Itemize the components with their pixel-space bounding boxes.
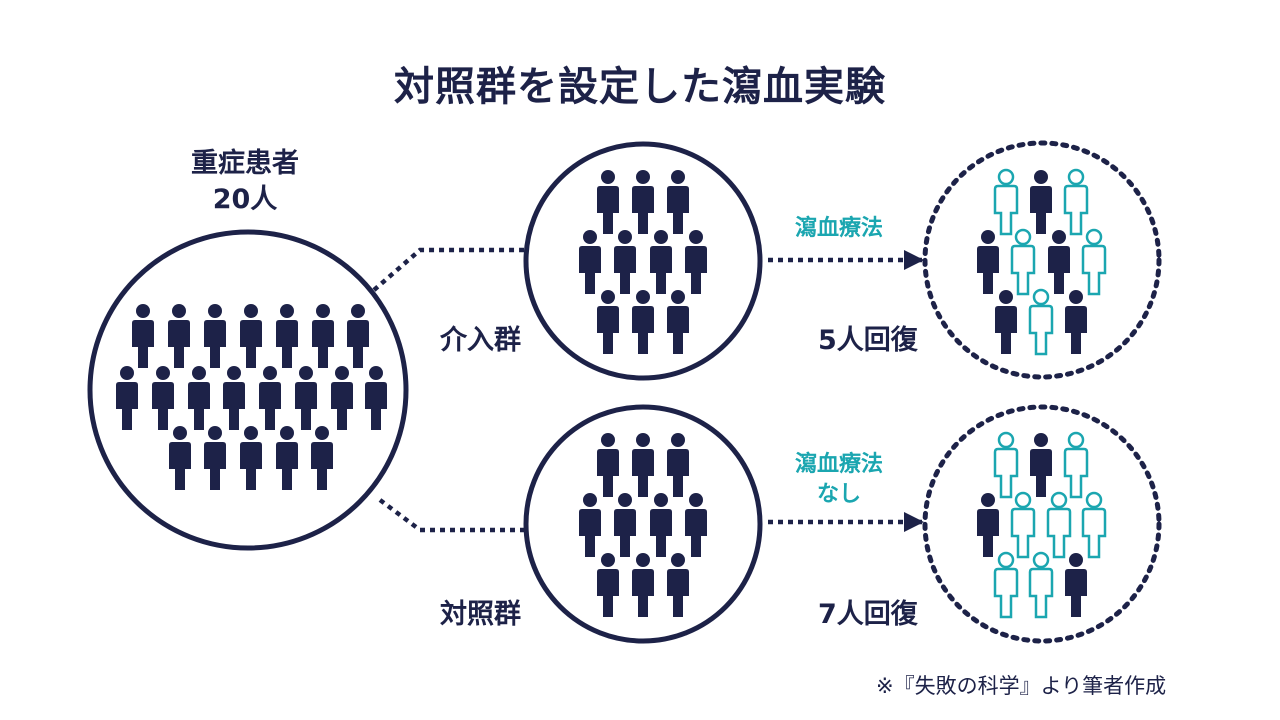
- person-outline-icon: [1063, 431, 1089, 499]
- person-icon: [132, 304, 154, 368]
- person-icon: [650, 493, 672, 557]
- person-icon: [1030, 433, 1052, 497]
- person-icon: [240, 304, 262, 368]
- person-outline-icon: [1081, 491, 1107, 559]
- person-icon: [188, 366, 210, 430]
- person-icon: [597, 433, 619, 497]
- patients-label-line1: 重症患者: [191, 148, 299, 179]
- person-icon: [597, 553, 619, 617]
- person-icon: [276, 304, 298, 368]
- person-outline-icon: [993, 168, 1019, 236]
- person-outline-icon: [993, 551, 1019, 619]
- person-icon: [1030, 170, 1052, 234]
- person-icon: [977, 493, 999, 557]
- person-icon: [667, 553, 689, 617]
- person-icon: [240, 426, 262, 490]
- person-icon: [311, 426, 333, 490]
- no-therapy-label-line2: なし: [816, 482, 861, 507]
- patients-label: 重症患者 20人: [150, 146, 340, 218]
- result-bottom-circle: [922, 404, 1162, 644]
- person-icon: [1065, 290, 1087, 354]
- patients-circle: [87, 229, 409, 551]
- person-icon: [152, 366, 174, 430]
- therapy-label: 瀉血療法: [794, 216, 883, 241]
- intervention-group-label: 介入群: [440, 325, 521, 356]
- person-icon: [632, 170, 654, 234]
- person-outline-icon: [1028, 551, 1054, 619]
- person-icon: [223, 366, 245, 430]
- person-icon: [259, 366, 281, 430]
- person-icon: [116, 366, 138, 430]
- no-therapy-label-line1: 瀉血療法: [794, 452, 883, 477]
- person-icon: [331, 366, 353, 430]
- person-outline-icon: [1028, 288, 1054, 356]
- person-icon: [632, 553, 654, 617]
- person-icon: [347, 304, 369, 368]
- page-title: 対照群を設定した瀉血実験: [394, 64, 886, 110]
- person-icon: [204, 426, 226, 490]
- person-icon: [614, 230, 636, 294]
- connector-to-intervention: [372, 247, 528, 292]
- result-top-label: 5人回復: [818, 325, 918, 356]
- patients-label-line2: 20人: [212, 184, 278, 215]
- person-outline-icon: [1063, 168, 1089, 236]
- person-icon: [667, 433, 689, 497]
- person-outline-icon: [1046, 491, 1072, 559]
- source-note: ※『失敗の科学』より筆者作成: [876, 674, 1167, 698]
- control-group-label: 対照群: [440, 599, 521, 630]
- connector-to-control: [378, 498, 524, 533]
- person-icon: [295, 366, 317, 430]
- person-icon: [995, 290, 1017, 354]
- intervention-circle: [523, 141, 763, 381]
- result-bottom-label: 7人回復: [818, 599, 918, 630]
- person-icon: [312, 304, 334, 368]
- person-icon: [632, 290, 654, 354]
- person-icon: [685, 493, 707, 557]
- person-icon: [977, 230, 999, 294]
- person-icon: [204, 304, 226, 368]
- result-top-circle: [922, 140, 1162, 380]
- people-layer: [116, 168, 1107, 619]
- no-therapy-label: 瀉血療法 なし: [774, 450, 904, 510]
- person-icon: [169, 426, 191, 490]
- person-outline-icon: [1081, 228, 1107, 296]
- person-icon: [685, 230, 707, 294]
- person-icon: [365, 366, 387, 430]
- person-outline-icon: [993, 431, 1019, 499]
- person-icon: [650, 230, 672, 294]
- person-icon: [614, 493, 636, 557]
- person-icon: [276, 426, 298, 490]
- control-circle: [523, 404, 763, 644]
- person-icon: [1048, 230, 1070, 294]
- person-icon: [579, 230, 601, 294]
- person-icon: [667, 170, 689, 234]
- person-outline-icon: [1010, 491, 1036, 559]
- person-outline-icon: [1010, 228, 1036, 296]
- person-icon: [597, 170, 619, 234]
- person-icon: [667, 290, 689, 354]
- person-icon: [168, 304, 190, 368]
- person-icon: [597, 290, 619, 354]
- person-icon: [632, 433, 654, 497]
- person-icon: [1065, 553, 1087, 617]
- person-icon: [579, 493, 601, 557]
